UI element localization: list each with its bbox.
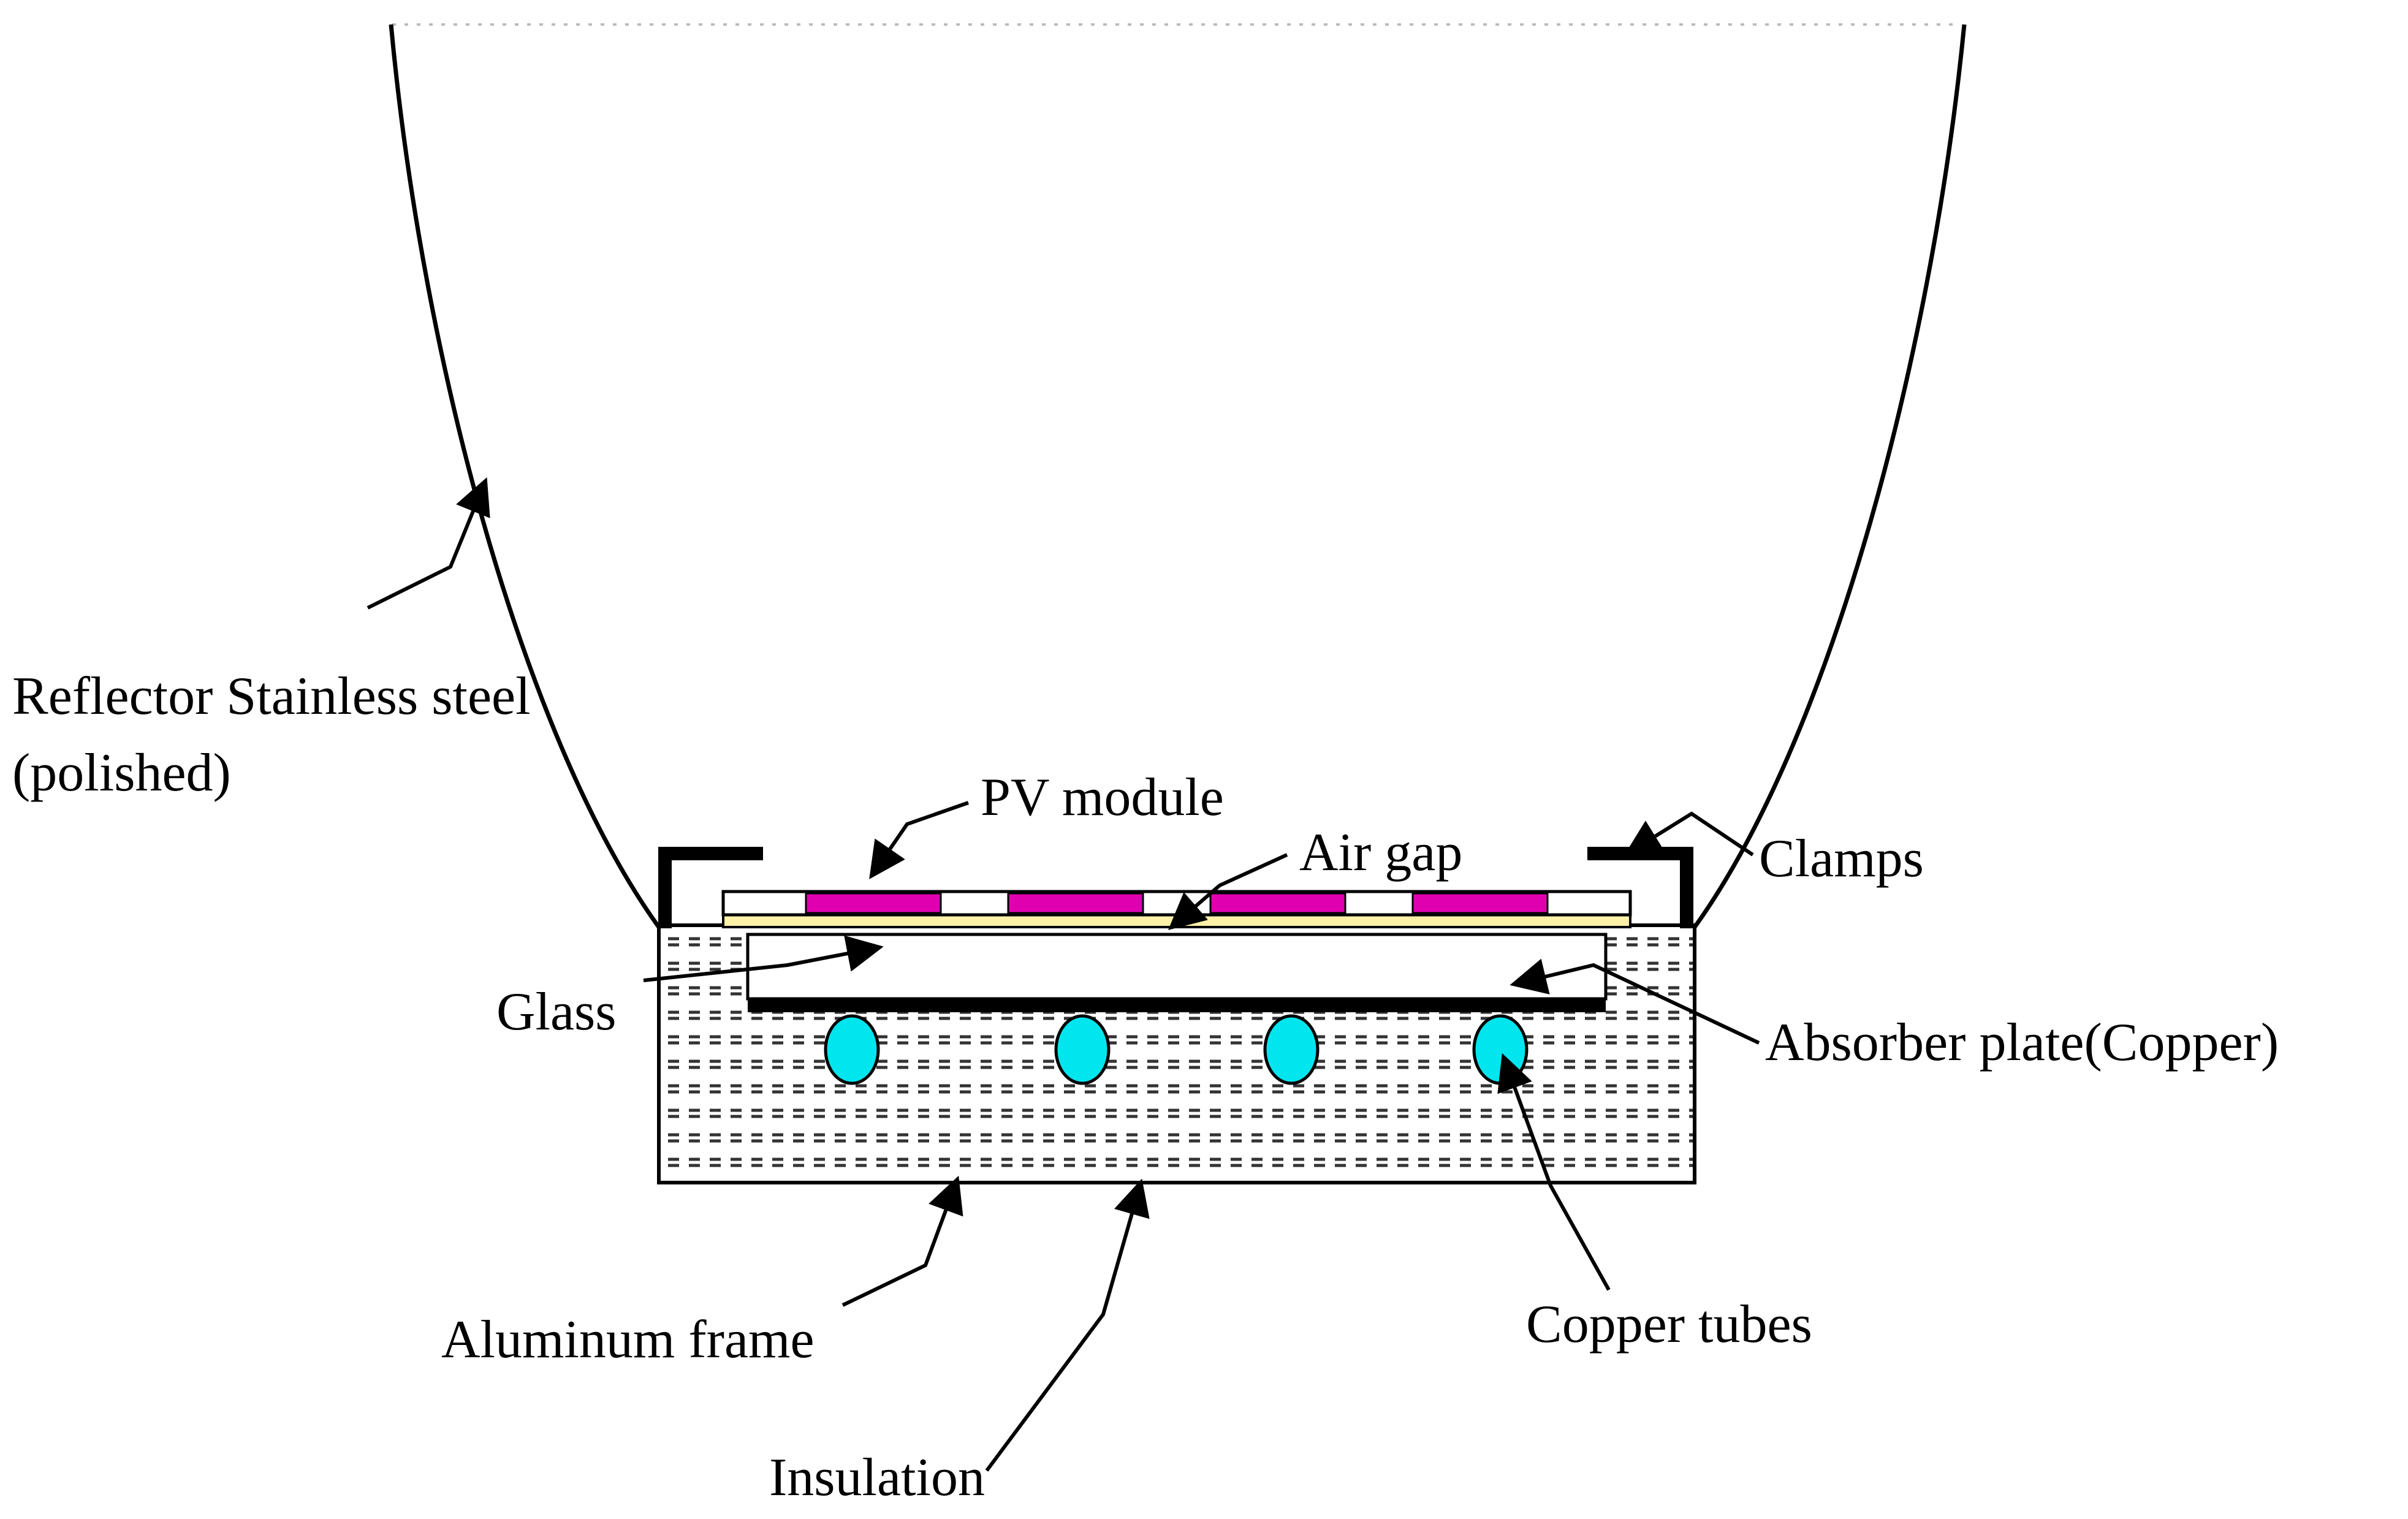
copper-tube (1472, 1014, 1529, 1085)
pv-cell (805, 892, 942, 914)
copper-tubes-leader (1497, 1053, 1611, 1291)
pv-cell (1411, 892, 1549, 914)
copper-tube (824, 1014, 880, 1085)
copper-tube (1054, 1014, 1111, 1085)
pv-module-label: PV module (981, 768, 1224, 827)
right-clamp (1587, 847, 1693, 928)
glass-label: Glass (496, 982, 617, 1042)
aluminum-frame-label: Aluminum frame (441, 1310, 815, 1369)
reflector-label-line1: Reflector Stainless steel (12, 667, 531, 726)
left-reflector (389, 24, 664, 933)
air-gap-cavity (746, 933, 1608, 1001)
absorber-plate (748, 999, 1606, 1012)
right-reflector (1690, 24, 1967, 933)
insulation-leader (985, 1178, 1150, 1472)
air-gap-leader (1168, 853, 1288, 930)
aluminum-frame-leader (841, 1175, 963, 1307)
air-gap-label: Air gap (1299, 823, 1462, 882)
insulation-label: Insulation (769, 1448, 985, 1507)
reflector-leader (367, 477, 490, 610)
absorber-plate-label: Absorber plate(Copper) (1765, 1013, 2279, 1072)
glass-leader (643, 935, 884, 982)
pv-module-leader (869, 801, 969, 879)
clamps-label: Clamps (1759, 829, 1924, 888)
absorber-leader (1510, 958, 1760, 1045)
copper-tubes-label: Copper tubes (1526, 1295, 1812, 1354)
pv-cell (1209, 892, 1346, 914)
left-clamp (658, 847, 763, 928)
pv-cell (1007, 892, 1144, 914)
clamps-leader (1624, 811, 1754, 857)
reflector-label-line2: (polished) (12, 743, 231, 803)
copper-tube (1263, 1014, 1320, 1085)
